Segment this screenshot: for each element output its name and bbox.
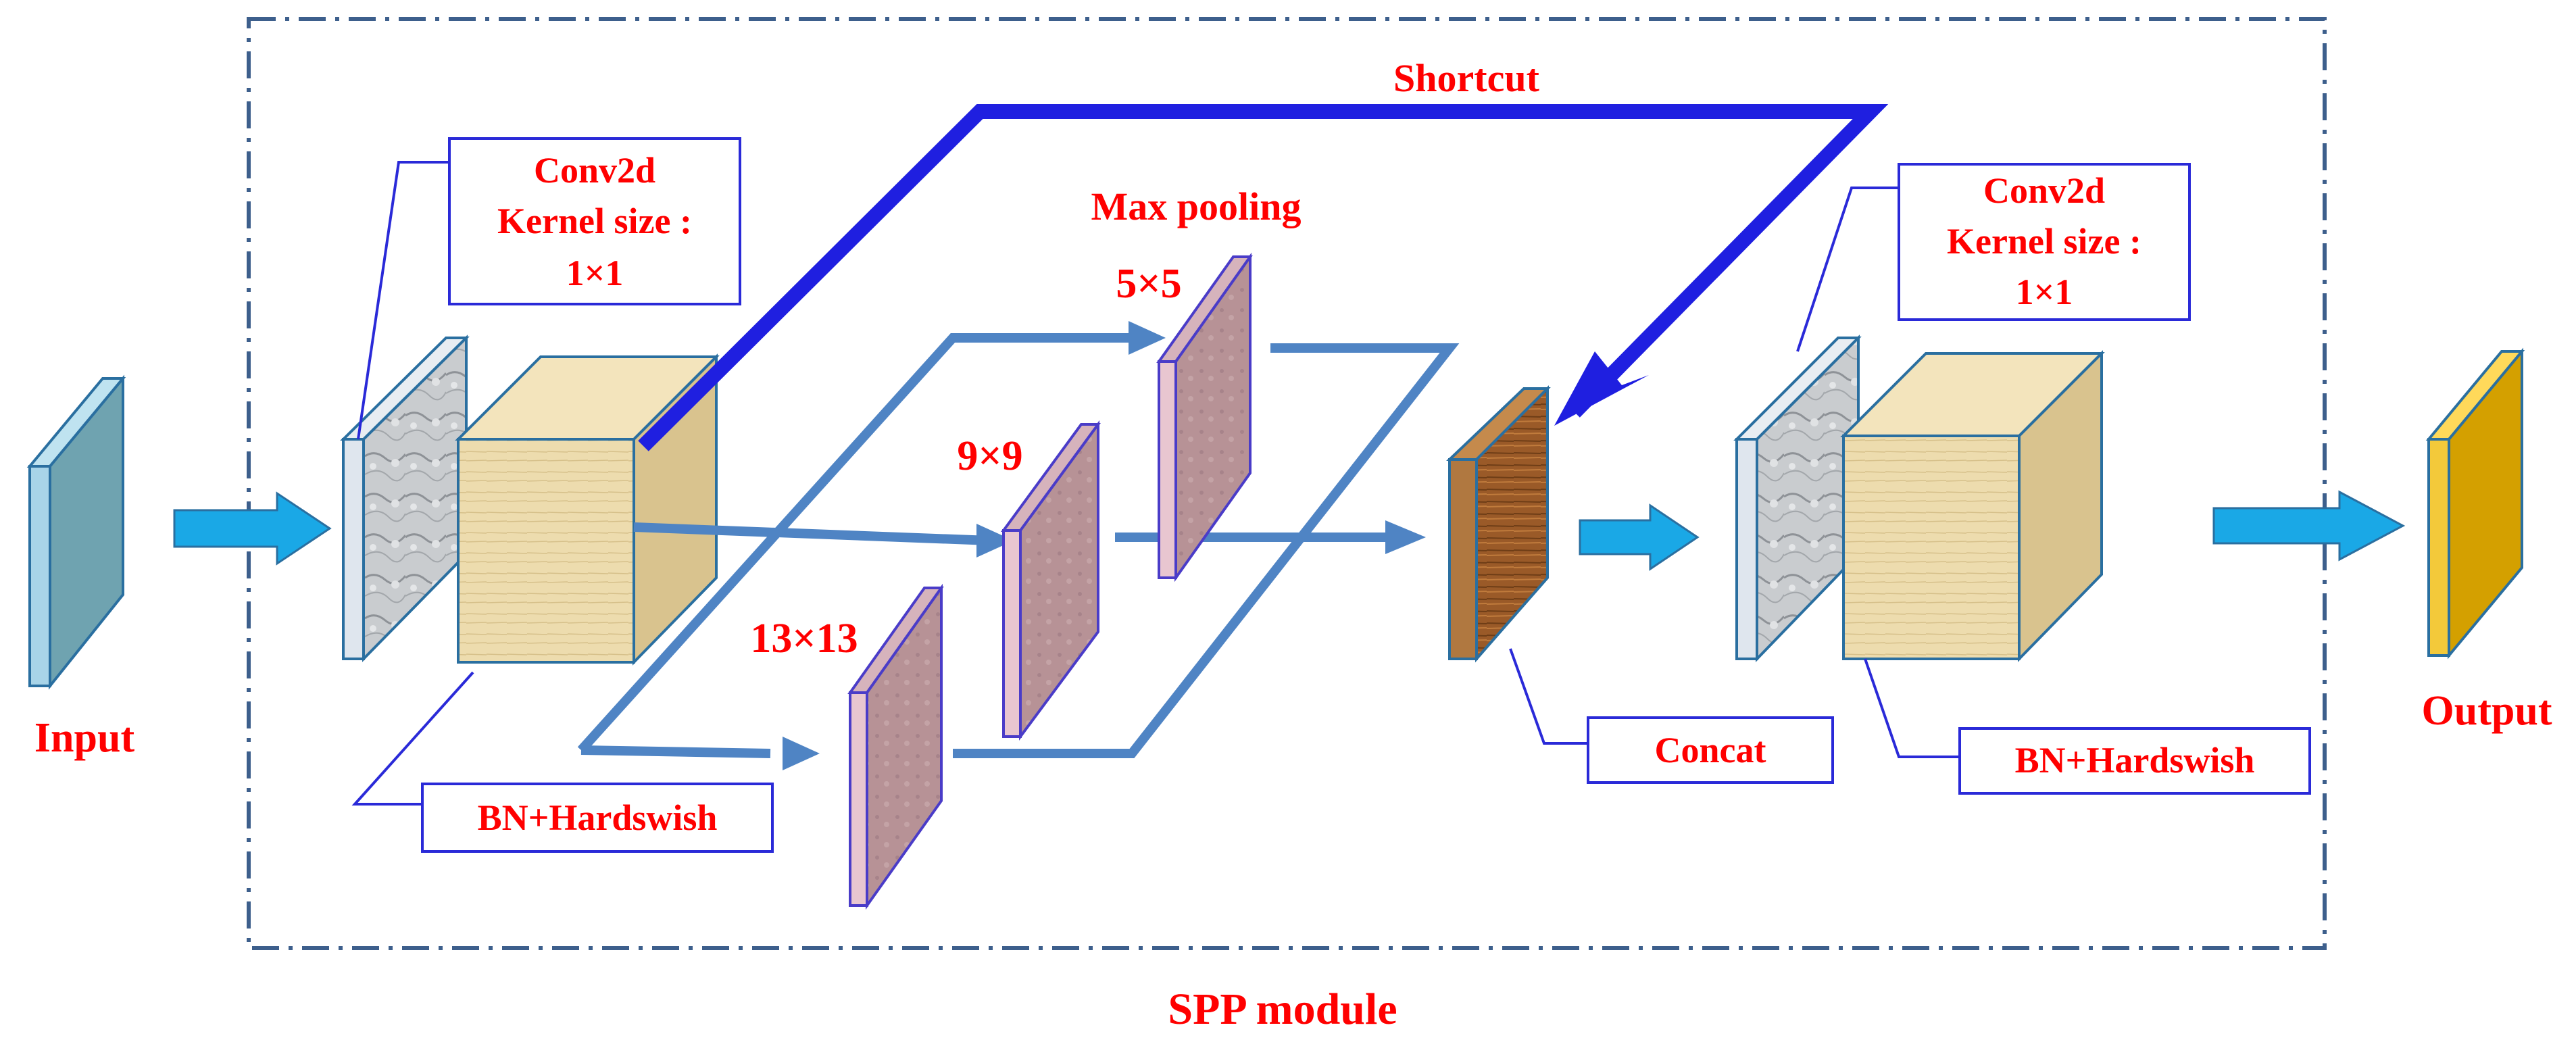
output-block xyxy=(2425,347,2525,660)
concat-label: Concat xyxy=(1655,730,1766,770)
conv-left-line1: Conv2d xyxy=(534,150,655,191)
bn-left-label: BN+Hardswish xyxy=(478,797,718,838)
spp-module-frame xyxy=(247,17,2327,950)
pool-5-slab xyxy=(1156,252,1253,583)
shortcut-arrow xyxy=(638,104,1889,451)
conv-layer-left xyxy=(340,335,470,662)
pool-connectors xyxy=(577,333,1460,758)
conv-left-line3: 1×1 xyxy=(566,253,624,293)
pool-9-label: 9×9 xyxy=(957,433,1022,479)
right-block-arrow xyxy=(2212,490,2406,562)
bn-block-right xyxy=(1840,350,2105,662)
pool-13-slab xyxy=(847,583,944,910)
pool-connector-heads xyxy=(783,321,1426,770)
bn-block-left xyxy=(455,353,720,666)
pool-9-slab xyxy=(1001,420,1101,741)
input-block xyxy=(26,374,126,690)
right-block-arrow xyxy=(173,491,332,566)
pool-13-label: 13×13 xyxy=(750,616,858,662)
callout-lines xyxy=(351,161,1960,806)
shortcut-label: Shortcut xyxy=(1393,56,1540,100)
concat-box xyxy=(1587,716,1834,784)
max-pooling-label: Max pooling xyxy=(1091,184,1302,228)
bn-right-box xyxy=(1958,727,2311,795)
conv-layer-right xyxy=(1733,335,1862,662)
right-block-arrow xyxy=(1579,503,1700,571)
concat-block xyxy=(1446,385,1551,663)
pool-5-label: 5×5 xyxy=(1116,261,1181,307)
conv-left-box xyxy=(448,137,741,305)
input-label: Input xyxy=(34,715,135,761)
spp-module-label: SPP module xyxy=(1168,985,1397,1034)
conv-right-line3: 1×1 xyxy=(2016,272,2073,312)
conv-left-line2: Kernel size : xyxy=(497,201,692,241)
conv-right-line2: Kernel size : xyxy=(1947,221,2141,262)
shortcut-arrowhead xyxy=(1554,351,1649,426)
bn-left-box xyxy=(421,783,774,853)
conv-right-line1: Conv2d xyxy=(1983,170,2105,211)
conv-right-box xyxy=(1898,163,2191,321)
output-label: Output xyxy=(2422,688,2552,734)
bn-right-label: BN+Hardswish xyxy=(2015,740,2255,781)
